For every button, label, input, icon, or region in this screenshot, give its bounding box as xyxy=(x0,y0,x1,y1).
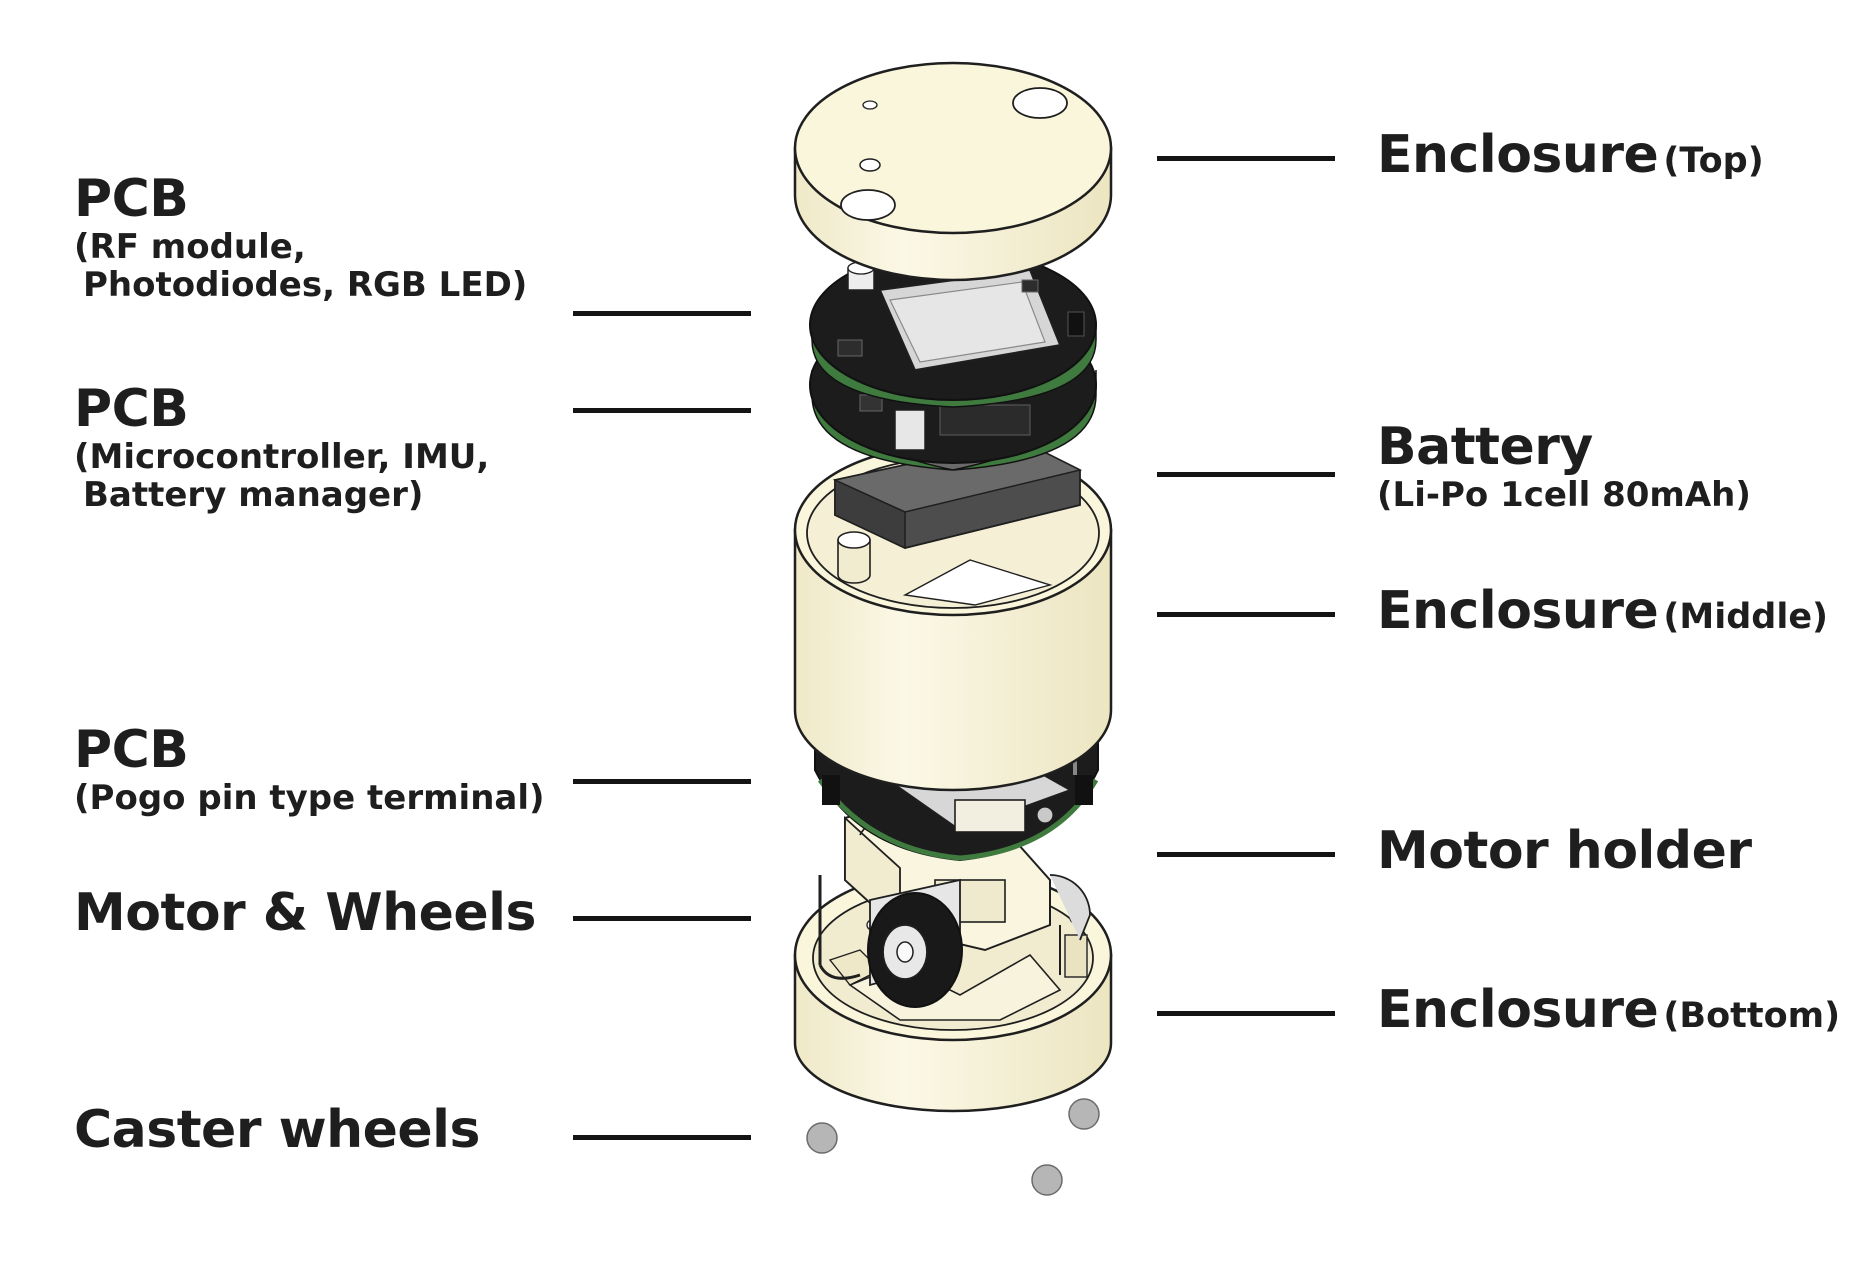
leader-motor-wheels xyxy=(573,916,751,921)
label-caster-wheels: Caster wheels xyxy=(74,1101,480,1159)
leader-enclosure-top xyxy=(1157,156,1335,161)
caster-wheels-part xyxy=(806,1098,1100,1196)
label-motor-wheels: Motor & Wheels xyxy=(74,884,536,942)
label-pcb-mid: PCB (Microcontroller, IMU, Battery manag… xyxy=(74,379,490,516)
label-motor-holder: Motor holder xyxy=(1377,822,1752,880)
label-pcb-mid-title: PCB xyxy=(74,379,189,439)
leader-pcb-bottom xyxy=(573,779,751,784)
label-enclosure-bottom-sub: (Bottom) xyxy=(1663,996,1841,1036)
leader-pcb-top xyxy=(573,311,751,316)
enclosure-top-part xyxy=(793,61,1113,282)
label-enclosure-bottom-title: Enclosure xyxy=(1377,980,1659,1040)
label-caster-wheels-title: Caster wheels xyxy=(74,1100,480,1160)
label-enclosure-top: Enclosure (Top) xyxy=(1377,126,1764,184)
label-pcb-top: PCB (RF module, Photodiodes, RGB LED) xyxy=(74,169,528,306)
label-enclosure-bottom: Enclosure (Bottom) xyxy=(1377,981,1840,1039)
label-motor-holder-title: Motor holder xyxy=(1377,821,1752,881)
label-enclosure-middle-title: Enclosure xyxy=(1377,581,1659,641)
label-battery-sub: (Li-Po 1cell 80mAh) xyxy=(1377,475,1751,516)
leader-enclosure-bottom xyxy=(1157,1011,1335,1016)
label-pcb-top-line2: Photodiodes, RGB LED) xyxy=(83,265,528,306)
leader-motor-holder xyxy=(1157,852,1335,857)
label-pcb-bottom-title: PCB xyxy=(74,720,189,780)
label-motor-wheels-title: Motor & Wheels xyxy=(74,883,536,943)
leader-enclosure-middle xyxy=(1157,612,1335,617)
label-pcb-bottom-line1: (Pogo pin type terminal) xyxy=(74,778,545,819)
label-enclosure-middle-sub: (Middle) xyxy=(1663,597,1829,637)
motor-and-wheels-part xyxy=(818,875,963,1008)
label-enclosure-top-sub: (Top) xyxy=(1663,141,1764,181)
label-battery-title: Battery xyxy=(1377,417,1593,477)
label-enclosure-middle: Enclosure (Middle) xyxy=(1377,582,1828,640)
label-pcb-top-line1: (RF module, xyxy=(74,227,306,268)
label-battery: Battery (Li-Po 1cell 80mAh) xyxy=(1377,417,1751,516)
label-pcb-top-title: PCB xyxy=(74,169,189,229)
label-pcb-bottom: PCB (Pogo pin type terminal) xyxy=(74,720,545,819)
label-enclosure-top-title: Enclosure xyxy=(1377,125,1659,185)
leader-battery xyxy=(1157,472,1335,477)
label-pcb-mid-line2: Battery manager) xyxy=(83,475,424,516)
label-pcb-mid-line1: (Microcontroller, IMU, xyxy=(74,437,490,478)
leader-pcb-mid xyxy=(573,408,751,413)
leader-caster-wheels xyxy=(573,1135,751,1140)
